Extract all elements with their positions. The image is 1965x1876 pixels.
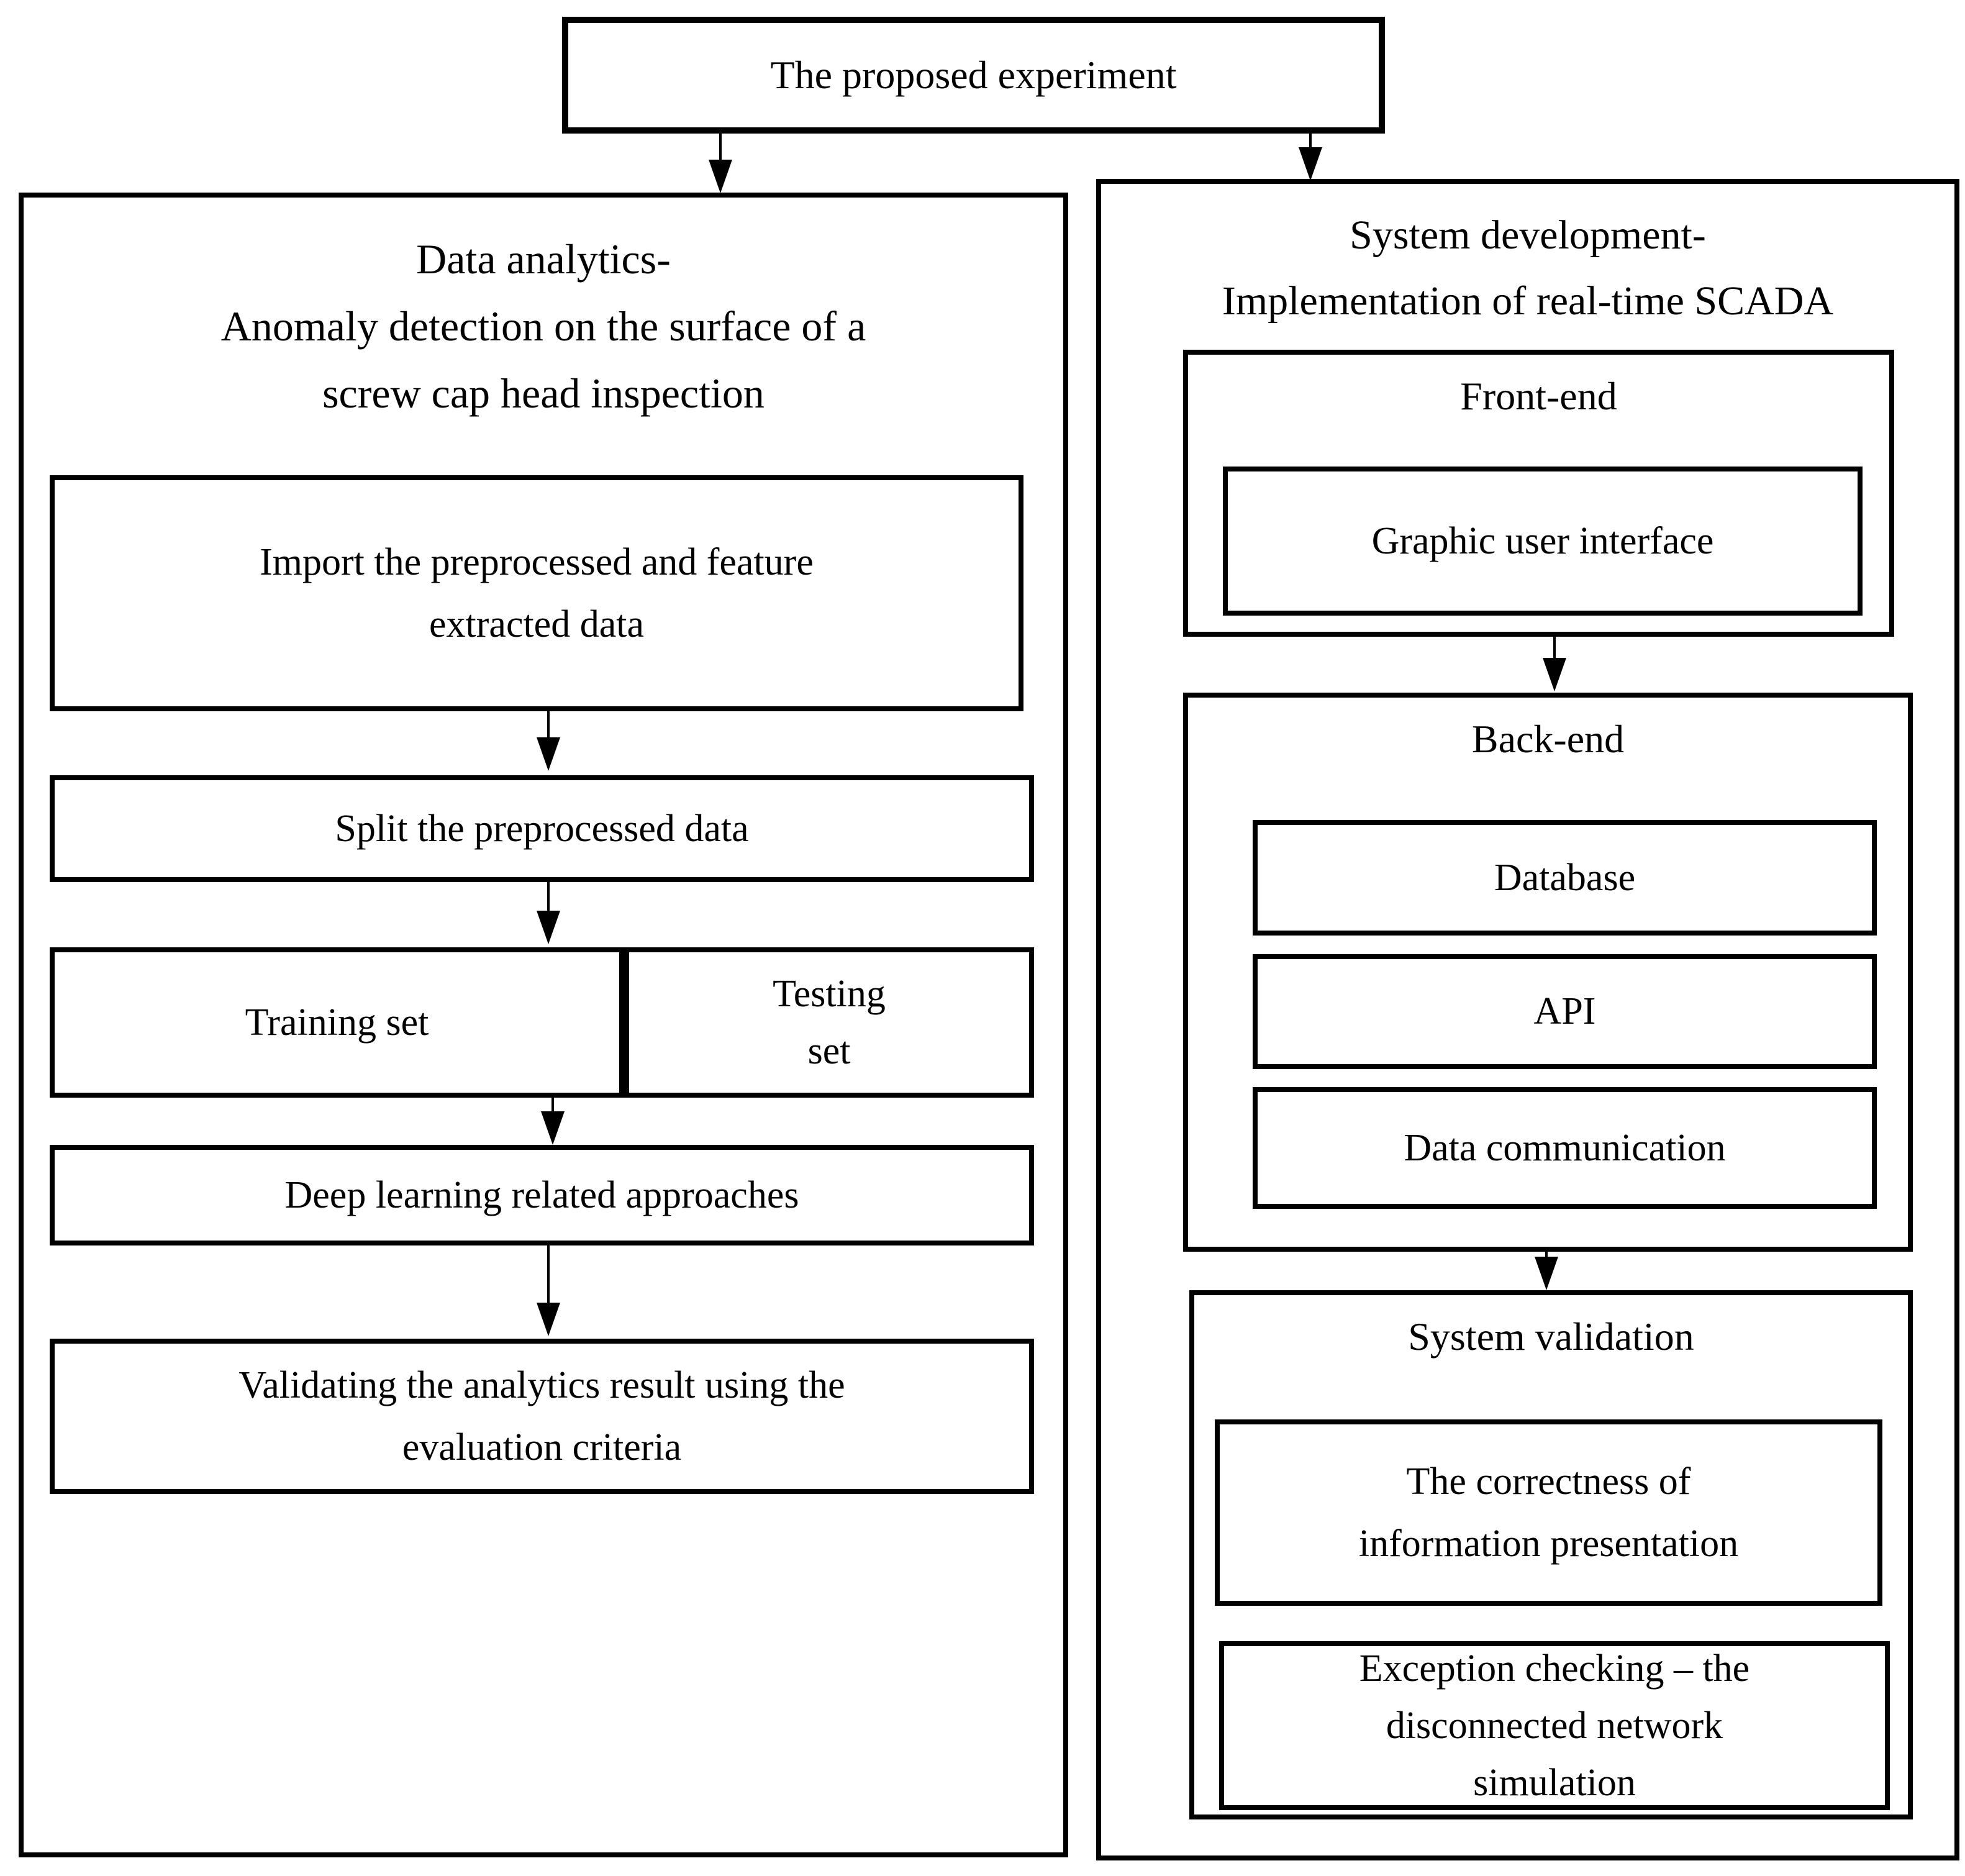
arrow-shaft	[551, 1098, 554, 1111]
api-box: API	[1253, 954, 1877, 1069]
left-panel-title-line: Anomaly detection on the surface of a	[220, 303, 866, 350]
training-set-box: Training set	[50, 947, 624, 1098]
back-end-box: Back-end Database API Data communication	[1183, 693, 1913, 1252]
arrow-top-to-left-panel	[708, 134, 733, 193]
right-panel: System development- Implementation of re…	[1096, 179, 1959, 1860]
arrow-head-icon	[709, 160, 732, 193]
exception-label-line: disconnected network	[1386, 1705, 1723, 1747]
deep-learning-label: Deep learning related approaches	[284, 1173, 799, 1216]
testing-set-label-line: set	[807, 1030, 851, 1072]
arrow-head-icon	[537, 1303, 560, 1336]
exception-label-line: Exception checking – the	[1359, 1647, 1750, 1690]
graphic-user-interface-label: Graphic user interface	[1371, 519, 1714, 562]
split-box: Split the preprocessed data	[50, 775, 1034, 882]
database-box: Database	[1253, 820, 1877, 936]
arrow-head-icon	[1299, 147, 1322, 181]
right-panel-title-line: Implementation of real-time SCADA	[1222, 278, 1834, 324]
arrow-head-icon	[541, 1111, 565, 1145]
training-set-label: Training set	[245, 1001, 429, 1044]
correctness-box: The correctness of information presentat…	[1215, 1419, 1882, 1606]
arrow-head-icon	[1543, 658, 1566, 691]
left-panel-title-line: screw cap head inspection	[322, 370, 765, 417]
arrow-shaft	[547, 711, 550, 737]
arrow-shaft	[1309, 134, 1312, 147]
arrow-split-to-sets	[536, 882, 561, 944]
arrow-frontend-to-backend	[1542, 637, 1567, 691]
left-panel-title-line: Data analytics-	[416, 235, 671, 283]
import-box: Import the preprocessed and feature extr…	[50, 475, 1023, 711]
correctness-label-line: information presentation	[1358, 1523, 1739, 1565]
validating-box: Validating the analytics result using th…	[50, 1339, 1034, 1494]
arrow-shaft	[1553, 637, 1556, 658]
left-panel: Data analytics- Anomaly detection on the…	[19, 193, 1068, 1857]
front-end-label: Front-end	[1460, 374, 1617, 418]
arrow-head-icon	[537, 911, 560, 944]
top-box: The proposed experiment	[562, 17, 1385, 134]
split-box-label: Split the preprocessed data	[335, 807, 749, 850]
arrow-sets-to-deep-learning	[540, 1098, 565, 1145]
arrow-shaft	[547, 1245, 550, 1303]
system-validation-label: System validation	[1408, 1314, 1694, 1359]
right-panel-title-line: System development-	[1350, 212, 1706, 258]
right-panel-title: System development- Implementation of re…	[1101, 203, 1954, 334]
arrow-head-icon	[537, 737, 560, 771]
testing-set-label-line: Testing	[773, 973, 886, 1015]
validating-box-label-line: Validating the analytics result using th…	[238, 1364, 845, 1406]
arrow-shaft	[547, 882, 550, 911]
front-end-box: Front-end Graphic user interface	[1183, 350, 1894, 637]
import-box-label-line: Import the preprocessed and feature	[260, 541, 814, 583]
top-box-label: The proposed experiment	[770, 53, 1177, 97]
data-communication-label: Data communication	[1404, 1126, 1726, 1169]
validating-box-label-line: evaluation criteria	[402, 1426, 682, 1468]
arrow-deep-learning-to-validating	[536, 1245, 561, 1336]
graphic-user-interface-box: Graphic user interface	[1223, 467, 1863, 616]
correctness-label-line: The correctness of	[1406, 1460, 1691, 1503]
arrow-backend-to-validation	[1534, 1252, 1559, 1290]
back-end-label: Back-end	[1471, 717, 1625, 761]
arrow-import-to-split	[536, 711, 561, 771]
exception-label-line: simulation	[1473, 1762, 1636, 1804]
left-panel-title: Data analytics- Anomaly detection on the…	[24, 225, 1063, 427]
deep-learning-box: Deep learning related approaches	[50, 1145, 1034, 1245]
arrow-shaft	[1545, 1252, 1548, 1257]
exception-checking-box: Exception checking – the disconnected ne…	[1219, 1641, 1890, 1810]
database-label: Database	[1494, 856, 1636, 899]
arrow-head-icon	[1535, 1257, 1558, 1290]
arrow-shaft	[719, 134, 722, 160]
testing-set-box: Testing set	[624, 947, 1034, 1098]
system-validation-box: System validation The correctness of inf…	[1189, 1290, 1913, 1819]
data-communication-box: Data communication	[1253, 1087, 1877, 1209]
api-label: API	[1533, 990, 1596, 1032]
import-box-label-line: extracted data	[429, 603, 644, 645]
arrow-top-to-right-panel	[1298, 134, 1323, 181]
